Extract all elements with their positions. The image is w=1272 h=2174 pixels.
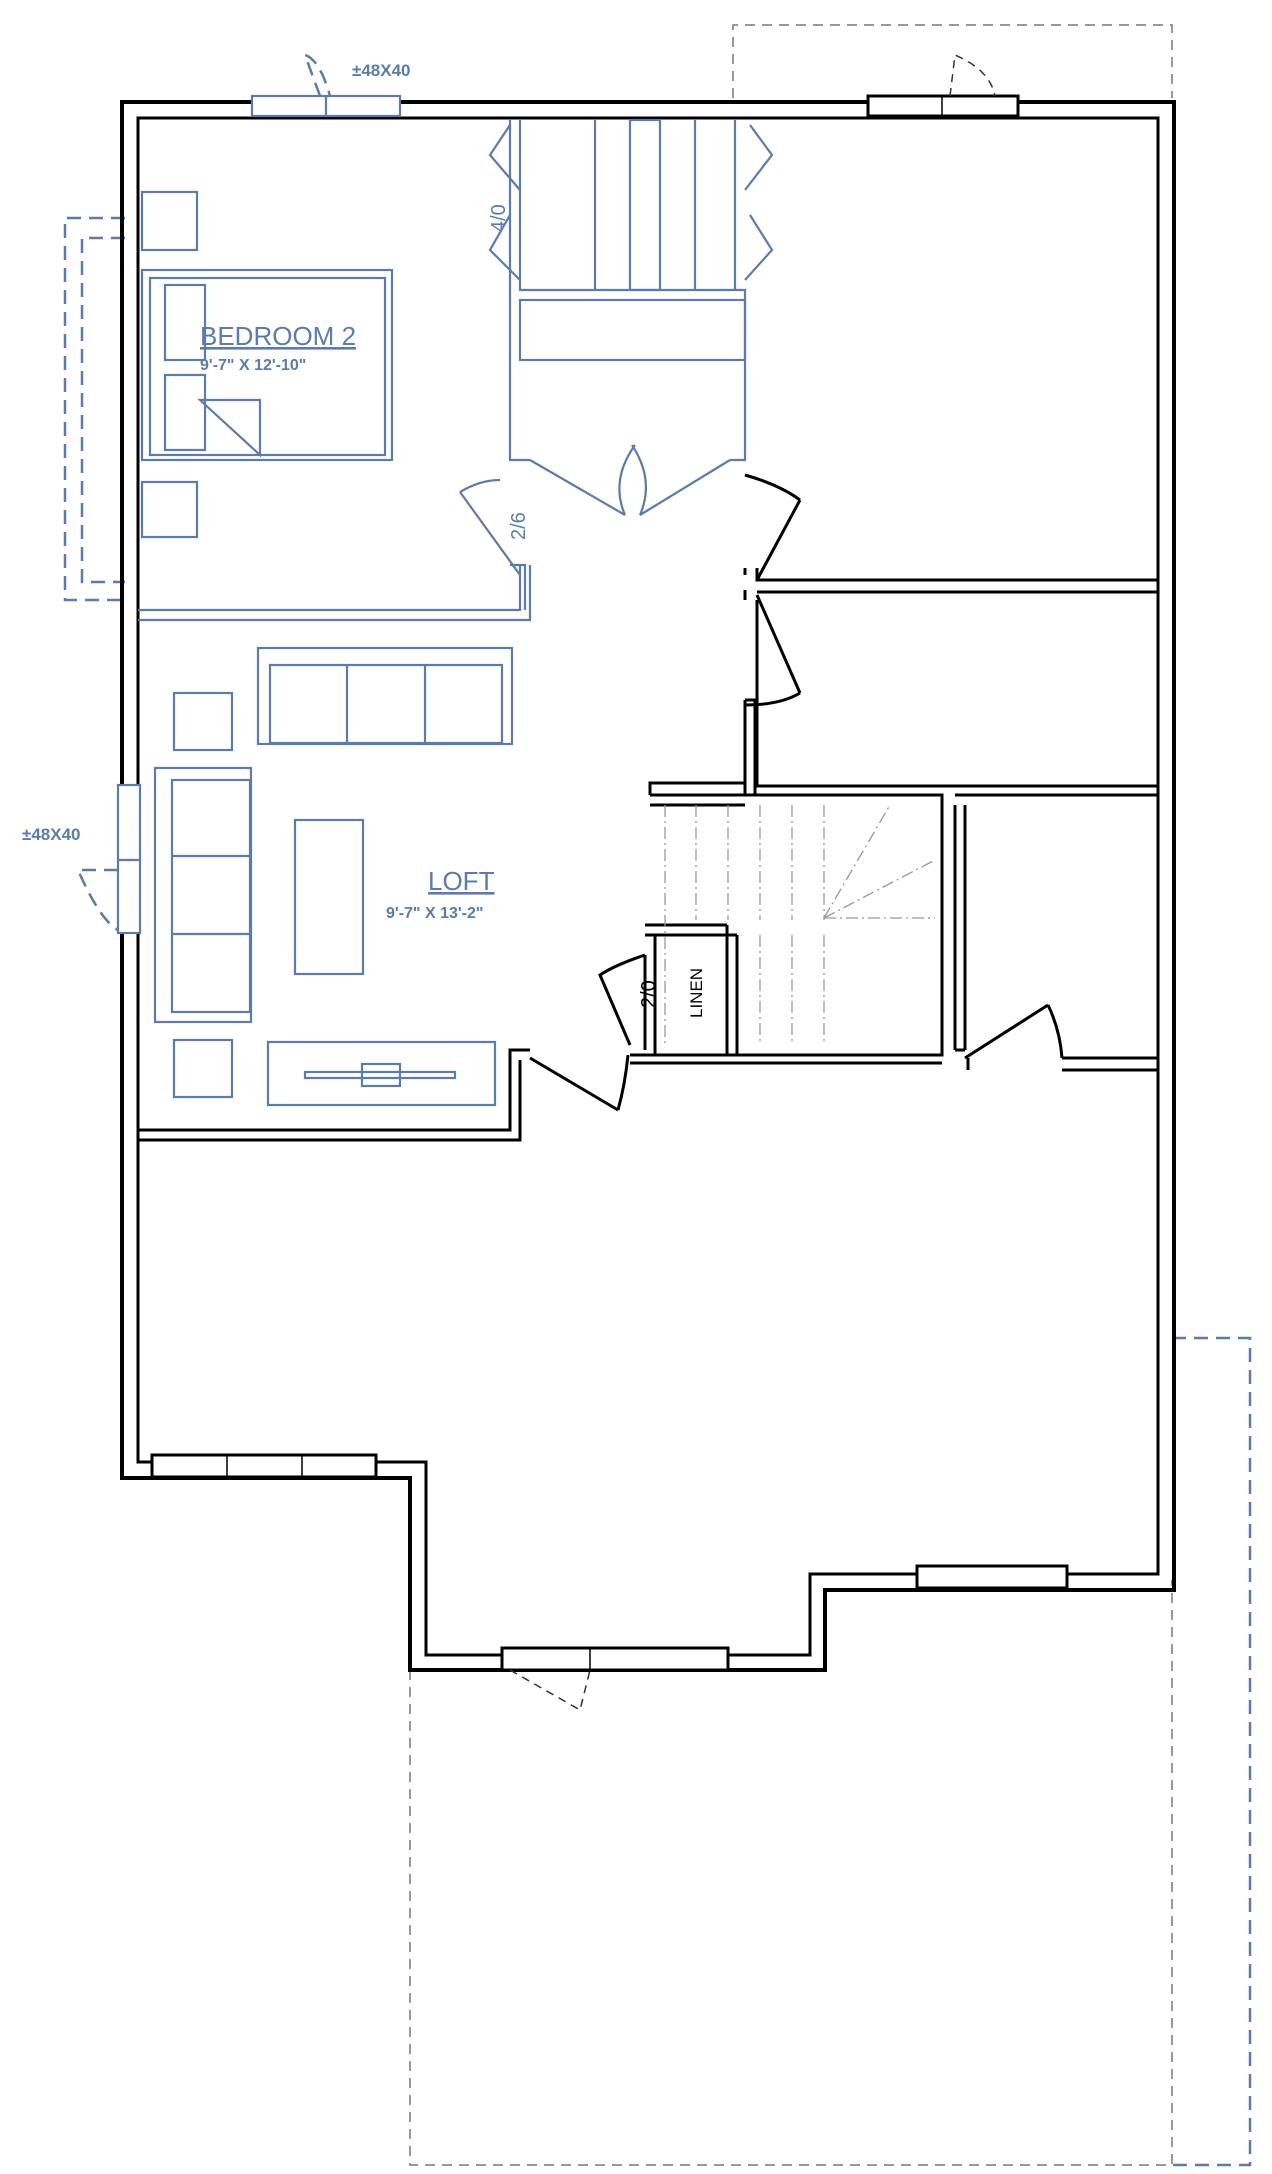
nightstand-bottom — [140, 480, 199, 539]
window-bottom-left — [150, 1453, 378, 1479]
stair-walls — [640, 781, 944, 1057]
side-table-bottom — [172, 1038, 234, 1099]
pillow-bottom — [163, 373, 207, 452]
bedroom-bottom-wall — [138, 565, 532, 622]
sofa-top — [256, 646, 514, 746]
closet-shelf — [518, 298, 747, 362]
window-top-right — [866, 94, 1020, 118]
tv — [303, 1070, 457, 1080]
window-top-left-label: ±48X40 — [352, 61, 411, 80]
pillow-top — [163, 283, 207, 362]
side-projection-left — [63, 216, 125, 602]
bedroom-door-label: 2/6 — [508, 512, 530, 540]
loft-name: LOFT — [428, 866, 495, 896]
right-hall-wall — [743, 700, 759, 795]
bed-sheet-fold — [197, 398, 262, 458]
bedroom-closet-walls — [508, 120, 747, 462]
side-projection-right — [1172, 1336, 1252, 2167]
deck-outline-bottom — [409, 1580, 1173, 2166]
bedroom-door — [459, 478, 527, 610]
window-bottom-right — [915, 1564, 1069, 1590]
sofa-top-seat — [268, 663, 504, 745]
stair-right-room — [953, 793, 1158, 1072]
sofa-left — [153, 766, 253, 1024]
hall-bottom-wall — [630, 1053, 942, 1065]
loft-bottom-wall — [138, 1048, 530, 1142]
window-left-loft-label: ±48X40 — [22, 825, 81, 844]
nightstand-top — [140, 190, 199, 252]
stair-treads — [664, 804, 936, 1045]
window-bottom-center — [500, 1646, 730, 1672]
closet-hanging-rod — [628, 118, 662, 292]
closet-door-label: 4/0 — [488, 204, 510, 232]
bedroom-dims: 9'-7" X 12'-10" — [200, 357, 306, 374]
roof-outline-top-right — [732, 24, 1173, 98]
upper-right-room-walls — [743, 568, 1158, 795]
loft-door — [529, 1054, 630, 1112]
bed-inner — [148, 276, 387, 457]
linen-label: LINEN — [687, 968, 706, 1018]
window-top-right-swing — [949, 53, 996, 97]
right-door-2 — [744, 594, 802, 707]
tv-stand — [266, 1040, 497, 1107]
right-door-1 — [744, 473, 802, 581]
window-left-loft-swing — [76, 868, 119, 932]
window-bottom-center-swing — [509, 1669, 591, 1712]
bedroom-name: BEDROOM 2 — [200, 321, 356, 351]
linen-door-label: 2/0 — [638, 980, 660, 1008]
closet-bifold-doors-bottom — [529, 444, 731, 516]
linen-door — [598, 953, 647, 1050]
bed — [140, 268, 394, 462]
coffee-table — [293, 818, 365, 976]
loft-dims: 9'-7" X 13'-2" — [386, 905, 484, 922]
tv-base — [360, 1062, 402, 1088]
sofa-left-seat — [170, 778, 252, 1014]
closet-bifold-doors-top — [488, 124, 774, 281]
window-top-left-swing — [302, 52, 332, 97]
side-table-top — [172, 691, 234, 752]
